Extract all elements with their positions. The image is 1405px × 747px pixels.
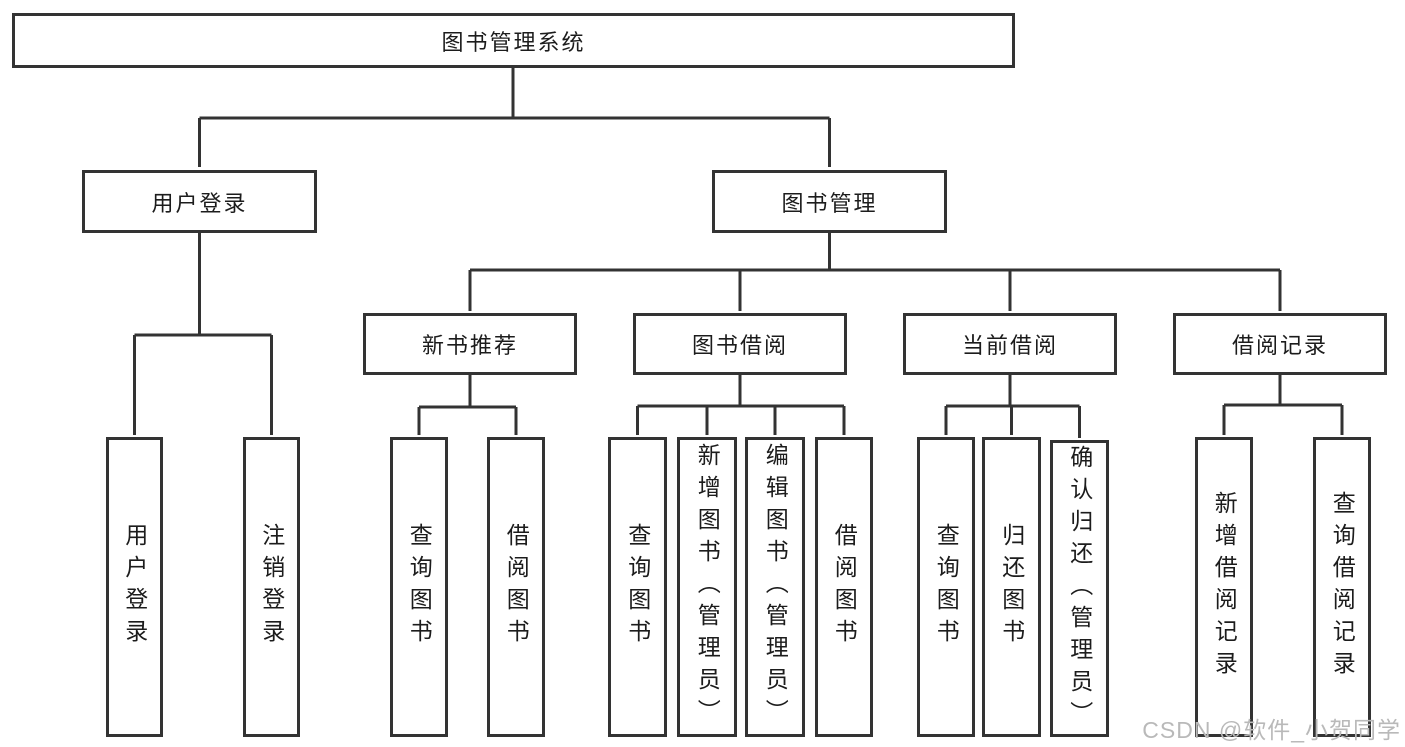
leaf-current-query-books: 查询图书 <box>917 437 975 737</box>
leaf-recommend-query-books-label: 查询图书 <box>406 523 433 651</box>
edges-current-borrowing <box>944 375 1081 438</box>
node-new-book-recommend: 新书推荐 <box>363 313 577 375</box>
node-library-system: 图书管理系统 <box>12 13 1015 68</box>
edges-new-book-recommend <box>417 375 518 435</box>
leaf-borrowing-edit-book-admin: 编辑图书（管理员） <box>745 437 805 737</box>
leaf-records-query-record: 查询借阅记录 <box>1313 437 1371 737</box>
leaf-records-query-record-label: 查询借阅记录 <box>1329 491 1356 683</box>
leaf-borrowing-query-books: 查询图书 <box>608 437 667 737</box>
node-borrow-records: 借阅记录 <box>1173 313 1387 375</box>
leaf-borrowing-borrow-books-label: 借阅图书 <box>831 523 858 651</box>
node-current-borrowing-label: 当前借阅 <box>961 333 1058 358</box>
node-new-book-recommend-label: 新书推荐 <box>421 333 518 358</box>
leaf-recommend-query-books: 查询图书 <box>390 437 448 737</box>
node-book-borrowing-label: 图书借阅 <box>691 333 788 358</box>
node-book-borrowing: 图书借阅 <box>633 313 847 375</box>
leaf-records-add-record: 新增借阅记录 <box>1195 437 1253 737</box>
leaf-borrowing-add-book-admin: 新增图书（管理员） <box>677 437 737 737</box>
edges-book-borrowing <box>636 375 846 435</box>
edges-borrow-records <box>1222 375 1344 435</box>
leaf-current-confirm-return-admin: 确认归还（管理员） <box>1050 440 1109 737</box>
node-borrow-records-label: 借阅记录 <box>1231 333 1328 358</box>
leaf-borrowing-edit-book-admin-label: 编辑图书（管理员） <box>762 443 789 731</box>
leaf-borrowing-query-books-label: 查询图书 <box>624 523 651 651</box>
leaf-logout: 注销登录 <box>243 437 300 737</box>
node-current-borrowing: 当前借阅 <box>903 313 1117 375</box>
leaf-borrowing-borrow-books: 借阅图书 <box>815 437 873 737</box>
leaf-borrowing-add-book-admin-label: 新增图书（管理员） <box>694 443 721 731</box>
edges-user-login <box>133 233 273 435</box>
node-user-login: 用户登录 <box>82 170 317 233</box>
leaf-records-add-record-label: 新增借阅记录 <box>1211 491 1238 683</box>
node-library-system-label: 图书管理系统 <box>441 29 586 55</box>
leaf-user-login-label: 用户登录 <box>121 523 148 651</box>
leaf-recommend-borrow-books-label: 借阅图书 <box>503 523 530 651</box>
node-book-management-label: 图书管理 <box>781 190 878 216</box>
leaf-current-return-books: 归还图书 <box>982 437 1041 737</box>
edges-book-management <box>468 233 1282 311</box>
leaf-logout-label: 注销登录 <box>258 523 285 651</box>
leaf-current-return-books-label: 归还图书 <box>998 523 1025 651</box>
leaf-user-login: 用户登录 <box>106 437 163 737</box>
node-user-login-label: 用户登录 <box>151 190 248 216</box>
leaf-recommend-borrow-books: 借阅图书 <box>487 437 545 737</box>
watermark: CSDN @软件_小贺同学 <box>1142 717 1401 743</box>
leaf-current-confirm-return-admin-label: 确认归还（管理员） <box>1066 444 1093 733</box>
edges-root <box>198 68 831 167</box>
leaf-current-query-books-label: 查询图书 <box>933 523 960 651</box>
node-book-management: 图书管理 <box>712 170 947 233</box>
